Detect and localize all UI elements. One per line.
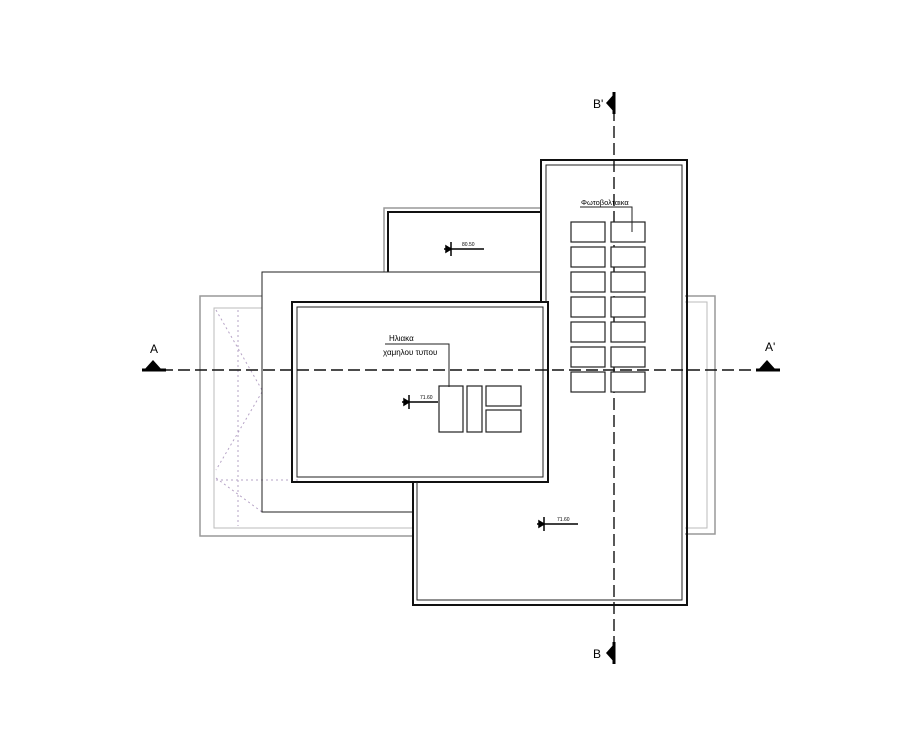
solar-heater-callout: Ηλιακα χαμηλου τυπου — [383, 334, 450, 387]
photovoltaic-panel — [610, 321, 646, 343]
elevation-label-upper: 80.50 — [462, 242, 475, 248]
solar-collector-panel — [485, 385, 522, 407]
photovoltaic-panel — [570, 246, 606, 268]
photovoltaic-panel — [570, 296, 606, 318]
tower-outline — [412, 159, 688, 606]
solar-heater-label-line2: χαμηλου τυπου — [383, 348, 437, 357]
section-label-a-left: A — [150, 342, 158, 356]
photovoltaic-panel — [610, 271, 646, 293]
section-marker-a-right-icon — [758, 360, 776, 370]
upper-roof-outline — [383, 207, 541, 272]
photovoltaic-label: Φωτοβολταικα — [581, 198, 629, 207]
photovoltaic-panel — [610, 221, 646, 243]
elevation-symbol-icon — [537, 517, 578, 531]
photovoltaic-panel — [570, 271, 606, 293]
elevation-symbol-icon — [402, 395, 438, 409]
main-roof-outline — [261, 271, 541, 513]
photovoltaic-panel — [570, 221, 606, 243]
section-line-b: B' B — [593, 92, 616, 664]
section-label-a-right: A' — [765, 340, 775, 354]
elevation-label-center: 71.60 — [420, 395, 433, 401]
photovoltaic-callout: Φωτοβολταικα — [580, 198, 633, 232]
section-marker-b-top-icon — [606, 94, 614, 112]
section-line-a: A A' — [142, 340, 780, 372]
right-canopy — [685, 295, 716, 535]
section-label-b-bottom: B — [593, 647, 601, 661]
elevation-label-lower: 71.60 — [557, 517, 570, 523]
photovoltaic-panel — [570, 321, 606, 343]
photovoltaic-panel — [610, 371, 646, 393]
solar-heater-label-line1: Ηλιακα — [389, 334, 414, 343]
photovoltaic-panel — [610, 246, 646, 268]
photovoltaic-panel-array — [570, 221, 646, 393]
photovoltaic-panel — [570, 371, 606, 393]
elevation-marker-center: 71.60 — [402, 395, 438, 409]
solar-collector-panel — [466, 385, 483, 433]
solar-collector-panel — [438, 385, 464, 433]
photovoltaic-panel — [610, 296, 646, 318]
section-marker-b-bottom-icon — [606, 644, 614, 662]
solar-collector-panel — [485, 409, 522, 433]
elevation-marker-lower: 71.60 — [537, 517, 578, 531]
section-label-b-top: B' — [593, 97, 603, 111]
elevation-marker-upper: 80.50 — [444, 242, 484, 256]
photovoltaic-panel — [610, 346, 646, 368]
left-canopy — [199, 295, 412, 537]
central-slab — [291, 301, 549, 483]
solar-collectors — [438, 385, 522, 433]
photovoltaic-panel — [570, 346, 606, 368]
elevation-symbol-icon — [444, 242, 484, 256]
section-marker-a-left-icon — [144, 360, 162, 370]
